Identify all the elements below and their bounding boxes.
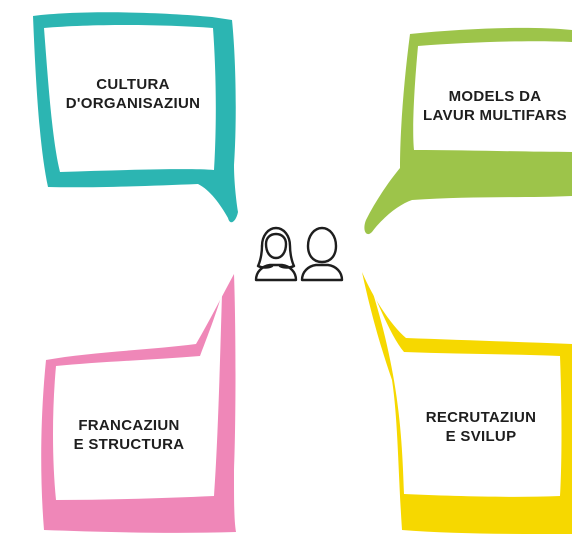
label-leadership-and-structure-line2: E STRUCTURA — [73, 436, 185, 453]
label-recruitment-and-development-line2: E SVILUP — [445, 428, 517, 445]
speech-bubble-recruitment-and-development — [362, 272, 572, 534]
people-icon — [254, 226, 344, 282]
label-recruitment-and-development: RECRUTAZIUN E SVILUP — [398, 408, 564, 446]
speech-bubble-leadership-and-structure — [41, 274, 236, 533]
label-flexible-work-models-line2: LAVUR MULTIFARS — [423, 107, 567, 124]
label-organisational-culture: CULTURA D'ORGANISAZIUN — [58, 75, 208, 113]
label-flexible-work-models: MODELS DA LAVUR MULTIFARS — [410, 87, 572, 125]
label-leadership-and-structure: FRANCAZIUN E STRUCTURA — [46, 416, 212, 454]
label-flexible-work-models-line1: MODELS DA — [448, 88, 542, 105]
woman-icon — [254, 226, 298, 282]
label-organisational-culture-line1: CULTURA — [96, 76, 170, 93]
speech-bubble-flexible-work-models — [364, 27, 572, 235]
label-recruitment-and-development-line1: RECRUTAZIUN — [425, 409, 537, 426]
speech-bubble-organisational-culture — [33, 12, 238, 223]
label-organisational-culture-line2: D'ORGANISAZIUN — [65, 95, 201, 112]
man-icon — [300, 226, 344, 282]
label-leadership-and-structure-line1: FRANCAZIUN — [78, 417, 180, 434]
